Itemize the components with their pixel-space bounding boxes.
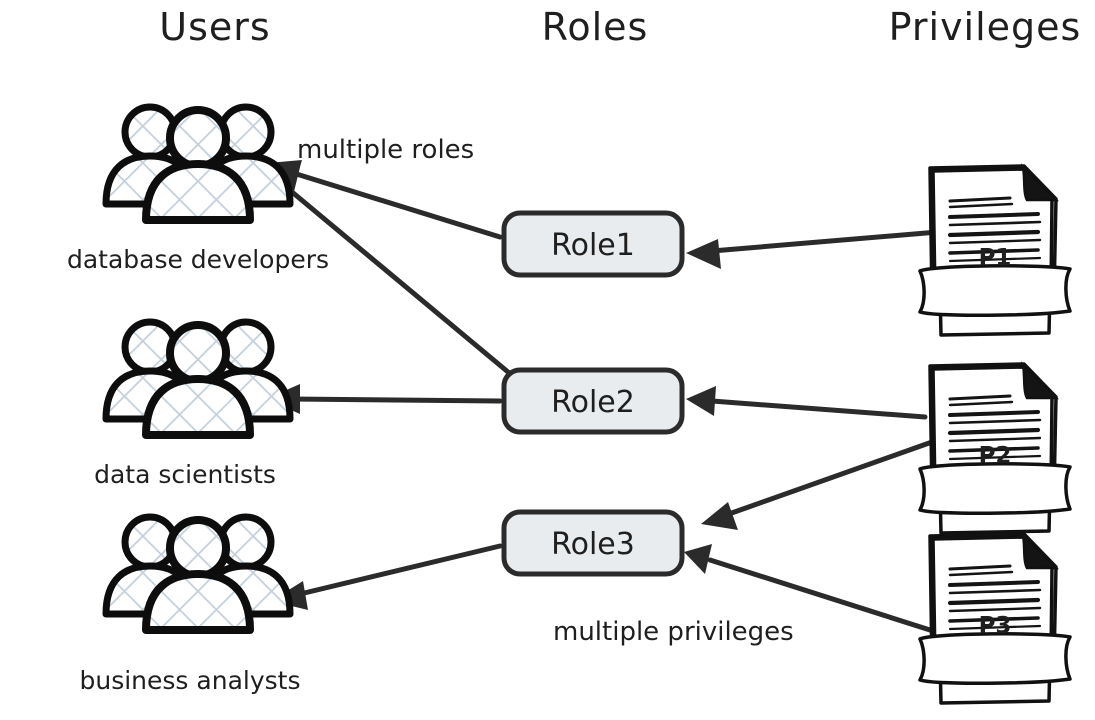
user-label-database-developers: database developers xyxy=(67,245,329,274)
user-business-analysts[interactable]: business analysts xyxy=(80,517,301,695)
user-database-developers[interactable]: database developers xyxy=(67,107,329,274)
user-group-icon xyxy=(106,107,290,220)
user-group-icon xyxy=(106,517,290,630)
edge-p2-to-role2 xyxy=(686,386,928,420)
role2-rect[interactable] xyxy=(501,367,685,435)
edge-p1-to-role1 xyxy=(686,229,941,269)
user-label-business-analysts: business analysts xyxy=(80,666,301,695)
edge-p3-to-role3 xyxy=(684,544,933,633)
user-group-icon xyxy=(106,322,290,435)
arrow-head-icon xyxy=(684,544,712,574)
column-header-users: Users xyxy=(159,5,270,49)
column-header-roles: Roles xyxy=(542,5,649,49)
role-label-role1: Role1 xyxy=(551,228,635,263)
arrow-head-icon xyxy=(686,386,716,416)
user-label-data-scientists: data scientists xyxy=(94,460,276,489)
role-box-role1[interactable]: Role1 xyxy=(501,210,685,278)
edge-p2-to-role3 xyxy=(701,439,935,530)
privilege-label-p1: P1 xyxy=(979,245,1012,271)
role-label-role2: Role2 xyxy=(551,385,635,420)
privilege-p1[interactable]: P1 xyxy=(920,166,1070,335)
column-header-privileges: Privileges xyxy=(889,5,1082,49)
privilege-label-p3: P3 xyxy=(979,613,1012,639)
privilege-p3[interactable]: P3 xyxy=(920,534,1070,703)
arrow-head-icon xyxy=(686,239,721,269)
role-label-role3: Role3 xyxy=(551,527,635,562)
privilege-label-p2: P2 xyxy=(979,443,1012,469)
privilege-p2[interactable]: P2 xyxy=(920,364,1070,533)
edge-role2-to-data-scientists xyxy=(266,384,503,414)
annotation-multiple-roles: multiple roles xyxy=(297,135,474,165)
arrow-head-icon xyxy=(701,502,738,530)
role3-rect[interactable] xyxy=(501,509,685,577)
edge-role3-to-business-analysts xyxy=(271,543,503,610)
user-data-scientists[interactable]: data scientists xyxy=(94,322,290,489)
annotation-multiple-privileges: multiple privileges xyxy=(553,617,794,647)
role-box-role2[interactable]: Role2 xyxy=(501,367,685,435)
role1-rect[interactable] xyxy=(501,210,685,278)
role-box-role3[interactable]: Role3 xyxy=(501,509,685,577)
